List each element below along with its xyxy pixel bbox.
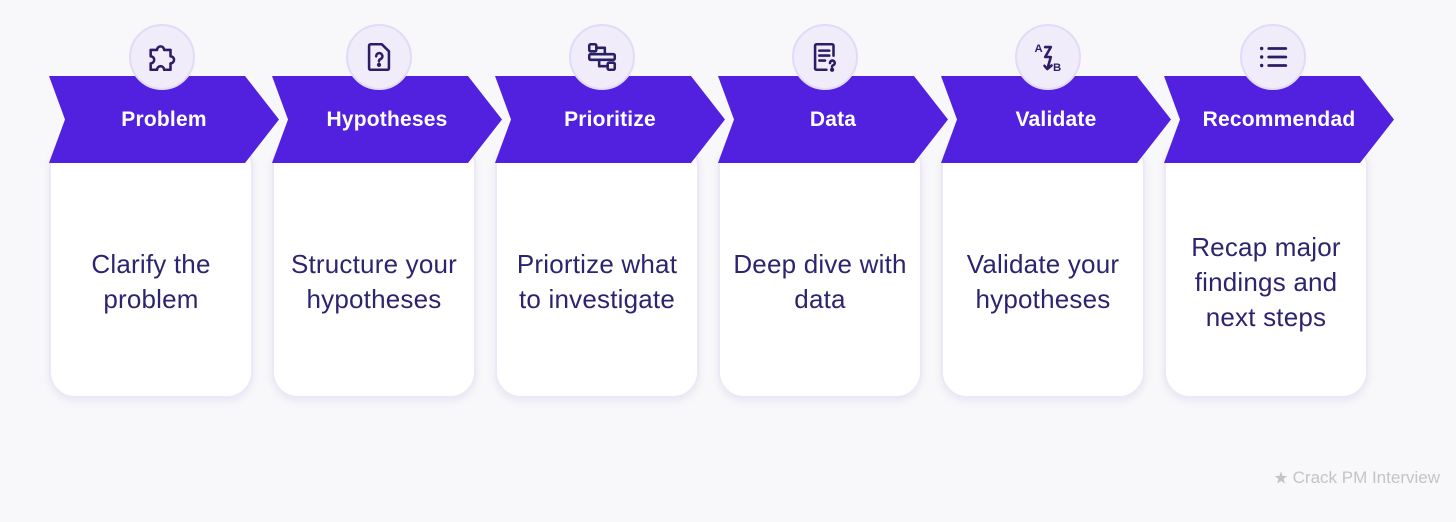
step-banner bbox=[718, 76, 948, 163]
step-label: Validate bbox=[1015, 107, 1097, 131]
step-description: Deep dive with data bbox=[733, 249, 907, 314]
step-description: Validate your hypotheses bbox=[966, 249, 1120, 314]
step-banner bbox=[1164, 76, 1394, 163]
step-label: Hypotheses bbox=[326, 107, 448, 131]
document-question-icon bbox=[792, 24, 858, 90]
step-validate: Validate your hypotheses Validate A B bbox=[941, 0, 1181, 410]
question-file-icon bbox=[346, 24, 412, 90]
icon-letter-b: B bbox=[1053, 62, 1061, 74]
a-to-b-icon: A B bbox=[1015, 24, 1081, 90]
step-label: Prioritize bbox=[564, 107, 656, 131]
step-description: Recap major findings and next steps bbox=[1191, 231, 1341, 332]
step-label: Recommendad bbox=[1202, 107, 1356, 131]
step-data: Deep dive with data Data bbox=[718, 0, 958, 410]
step-card bbox=[49, 140, 253, 398]
star-icon bbox=[1274, 471, 1287, 484]
step-banner bbox=[49, 76, 279, 163]
step-label: Problem bbox=[121, 107, 207, 131]
step-description: Clarify the problem bbox=[91, 249, 211, 314]
step-recommend: Recap major findings and next steps Reco… bbox=[1164, 0, 1404, 410]
step-card bbox=[495, 140, 699, 398]
step-banner bbox=[941, 76, 1171, 163]
step-description: Structure your hypotheses bbox=[290, 249, 458, 314]
step-description: Priortize what to investigate bbox=[516, 249, 678, 314]
step-banner bbox=[272, 76, 502, 163]
step-card bbox=[1164, 140, 1368, 398]
watermark: Crack PM Interview bbox=[1273, 468, 1440, 488]
step-problem: Clarify the problem Problem bbox=[49, 0, 289, 410]
step-prioritize: Priortize what to investigate Prioritize bbox=[495, 0, 735, 410]
icon-letter-a: A bbox=[1035, 43, 1043, 55]
step-card bbox=[718, 140, 922, 398]
step-banner bbox=[495, 76, 725, 163]
step-label: Data bbox=[809, 107, 857, 131]
list-icon bbox=[1240, 24, 1306, 90]
puzzle-icon bbox=[129, 24, 195, 90]
step-card bbox=[941, 140, 1145, 398]
watermark-text: Crack PM Interview bbox=[1292, 468, 1440, 487]
flow-icon bbox=[569, 24, 635, 90]
step-card bbox=[272, 140, 476, 398]
step-hypotheses: Structure your hypotheses Hypotheses bbox=[272, 0, 512, 410]
